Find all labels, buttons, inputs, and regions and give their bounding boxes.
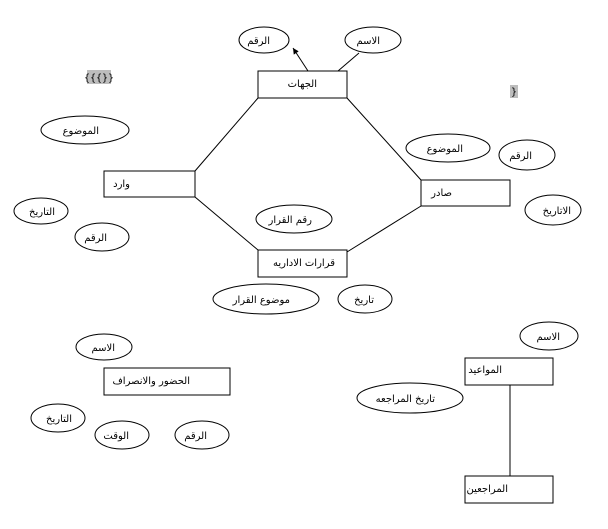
attr-mawaeid-tarikh[interactable]: تاريخ المراجعه <box>356 382 464 414</box>
svg-text:الجهات: الجهات <box>288 79 317 90</box>
attr-warid-raqm[interactable]: الرقم <box>74 222 130 252</box>
svg-text:الاسم: الاسم <box>536 332 560 343</box>
svg-text:الرقم: الرقم <box>509 151 532 162</box>
svg-text:وارد: وارد <box>113 179 130 190</box>
svg-text:الاسم: الاسم <box>91 343 115 354</box>
attr-qarar-raqm[interactable]: رقم القرار <box>255 204 333 234</box>
svg-text:المواعيد: المواعيد <box>468 365 502 376</box>
entity-jihat[interactable]: الجهات <box>257 70 348 99</box>
svg-text:رقم القرار: رقم القرار <box>268 215 313 226</box>
entity-hudur[interactable]: الحضور والانصراف <box>103 367 231 396</box>
attr-hudur-waqt[interactable]: الوقت <box>94 420 150 450</box>
svg-text:}: } <box>511 87 517 98</box>
attr-hudur-raqm[interactable]: الرقم <box>174 420 230 450</box>
attr-sadir-mawdue[interactable]: الموضوع <box>405 133 491 163</box>
entity-mawaeid[interactable]: المواعيد <box>464 357 554 386</box>
attr-mawaeid-ism[interactable]: الاسم <box>519 321 579 351</box>
attr-sadir-tarikh[interactable]: الاتاريخ <box>524 194 582 226</box>
svg-text:الرقم: الرقم <box>247 36 270 47</box>
edge-jihat-raqm-arrow <box>292 47 309 72</box>
svg-text:التاريخ: التاريخ <box>29 207 55 218</box>
svg-text:الموضوع: الموضوع <box>63 126 99 137</box>
edge-jihat-warid <box>194 97 259 172</box>
attr-qarar-mawdue[interactable]: موضوع القرار <box>212 283 320 315</box>
edge-jihat-sadir <box>346 97 422 181</box>
entity-sadir[interactable]: صادر <box>420 179 511 207</box>
svg-text:الرقم: الرقم <box>184 431 207 442</box>
edge-warid-qararat <box>194 196 259 251</box>
tag-left: {{{}} <box>84 70 114 84</box>
attr-jihat-raqm[interactable]: الرقم <box>238 26 290 54</box>
svg-text:الاتاريخ: الاتاريخ <box>543 206 571 217</box>
attr-qarar-tarikh[interactable]: تاريخ <box>337 284 393 314</box>
svg-text:قرارات الاداريه: قرارات الاداريه <box>273 258 335 269</box>
attr-warid-tarikh[interactable]: التاريخ <box>13 197 69 225</box>
attr-sadir-raqm[interactable]: الرقم <box>498 139 556 171</box>
svg-text:الموضوع: الموضوع <box>427 144 463 155</box>
tag-right: } <box>510 85 518 98</box>
svg-text:الرقم: الرقم <box>84 233 107 244</box>
svg-text:تاريخ: تاريخ <box>354 295 374 306</box>
svg-text:المراجعين: المراجعين <box>466 484 508 495</box>
attr-jihat-ism[interactable]: الاسم <box>344 26 402 54</box>
attr-hudur-tarikh[interactable]: التاريخ <box>30 403 86 433</box>
svg-text:الوقت: الوقت <box>103 431 129 442</box>
svg-text:تاريخ المراجعه: تاريخ المراجعه <box>376 394 436 405</box>
entity-qararat[interactable]: قرارات الاداريه <box>257 249 348 278</box>
svg-text:الاسم: الاسم <box>356 36 380 47</box>
attr-hudur-ism[interactable]: الاسم <box>75 333 133 361</box>
entity-murajieen[interactable]: المراجعين <box>464 475 554 504</box>
edge-jihat-ism <box>337 52 360 72</box>
svg-text:{{{}}: {{{}} <box>84 73 114 84</box>
svg-text:الحضور والانصراف: الحضور والانصراف <box>112 376 190 387</box>
svg-text:موضوع القرار: موضوع القرار <box>232 295 290 306</box>
svg-text:التاريخ: التاريخ <box>46 414 72 425</box>
attr-warid-mawdue[interactable]: الموضوع <box>40 115 130 145</box>
svg-text:صادر: صادر <box>430 188 452 199</box>
entity-warid[interactable]: وارد <box>103 170 196 198</box>
edge-sadir-qararat <box>346 205 422 253</box>
